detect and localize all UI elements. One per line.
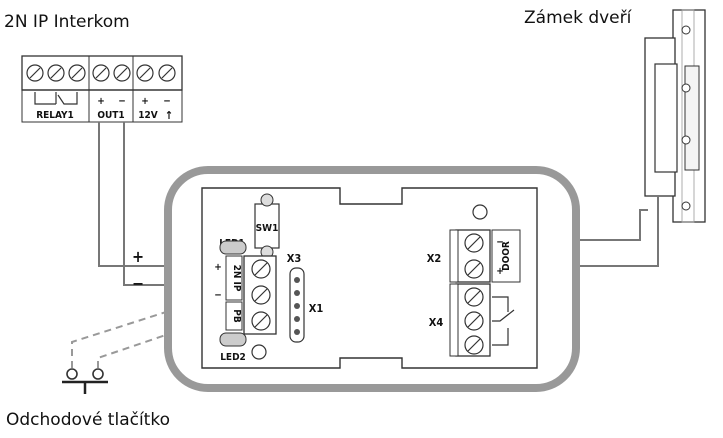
power-plus: + [141,96,149,107]
x4-label: X4 [429,316,444,329]
out1-minus: − [118,96,126,107]
out1-label: OUT1 [97,110,124,121]
door-lock-device [644,9,706,223]
x3-label: X3 [287,252,302,265]
x1-label: X1 [309,302,324,315]
sw1-label: SW1 [256,223,279,234]
x2-label: X2 [427,252,442,265]
power-minus: − [163,96,171,107]
intercom-label: 2N IP Interkom [4,12,130,32]
x3-terminal[interactable]: X3 [243,252,302,335]
exit-button-label: Odchodové tlačítko [6,410,170,430]
door-lock-label: Zámek dveří [524,8,632,28]
wire-minus-label: − [132,274,144,293]
input-minus: − [214,290,222,301]
x1-connector[interactable]: X1 [289,267,324,343]
wire-plus-label: + [132,247,144,266]
door-plus: + [496,266,504,277]
exit-push-button-icon [62,368,108,394]
relay1-label: RELAY1 [36,110,74,121]
mounting-hole-right [472,204,488,220]
intercom-terminal-block: RELAY1 + − OUT1 + − 12V ↑ [21,55,183,123]
led2-label: LED2 [220,352,246,363]
door-minus: − [496,237,504,248]
input-plus: + [214,262,222,273]
door-label: DOOR [501,241,512,271]
led2: LED2 [219,332,247,363]
power-12v-label: 12V [138,110,158,121]
x2-terminal[interactable]: DOOR − + X2 [427,229,521,283]
led1: LED1 [219,238,247,255]
input-2nip-label: 2N IP [231,265,242,292]
input-pb-label: PB [231,309,242,323]
x4-terminal[interactable]: X4 [429,283,515,357]
mounting-hole-left [251,344,267,360]
input-labels: 2N IP PB + − [214,255,243,331]
sw1-jumper[interactable]: SW1 [254,193,280,259]
power-arrow-icon: ↑ [165,109,173,122]
out1-plus: + [97,96,105,107]
